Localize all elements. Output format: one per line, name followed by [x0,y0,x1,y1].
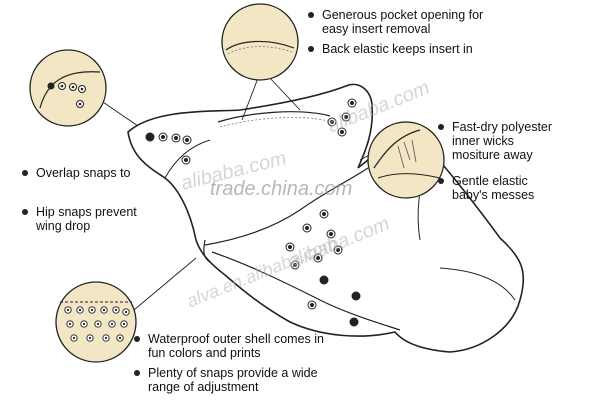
feature-line: mositure away [452,148,533,162]
snap-center [305,226,309,230]
snap-center [161,135,165,139]
feature-gentle-elastic: Gentle elastic baby's messes [438,174,534,202]
feature-line: range of adjustment [148,380,259,394]
snap-center [174,136,178,140]
feature-line: Waterproof outer shell comes in [148,332,325,346]
bullet-icon [438,124,444,130]
callout-hip-snaps [29,49,107,127]
feature-line: wing drop [36,219,91,233]
bullet-icon [134,370,140,376]
snap-center [344,115,348,119]
pocket-opening [217,111,331,123]
snap [145,132,155,142]
right-flap [439,267,516,301]
snap [351,291,361,301]
feature-line: Back elastic keeps insert in [322,42,473,56]
pocket-stitch [219,117,329,128]
feature-plenty-snaps: Plenty of snaps provide a wide range of … [134,366,318,394]
feature-overlap-snaps: Overlap snaps to [22,166,131,180]
snap-center [329,232,333,236]
feature-inner-wicks: Fast-dry polyester inner wicks mositure … [438,120,552,162]
snap-center [330,120,334,124]
snap-center [288,245,292,249]
bullet-icon [438,178,444,184]
feature-line: Plenty of snaps provide a wide [148,366,318,380]
callout-inner [367,121,445,199]
feature-line: inner wicks [452,134,514,148]
feature-line: fun colors and prints [148,346,261,360]
leader-top-2 [269,77,301,111]
inner-contour-2 [211,251,401,331]
feature-hip-snaps: Hip snaps prevent wing drop [22,205,137,233]
watermark-tradechina: trade.china.com [210,178,353,200]
leader-left [99,99,139,127]
snap [319,275,329,285]
feature-back-elastic: Back elastic keeps insert in [308,42,473,56]
feature-pocket-opening: Generous pocket opening for easy insert … [308,8,483,36]
bullet-icon [22,209,28,215]
snap-center [350,101,354,105]
snap-center [184,158,188,162]
snap [349,317,359,327]
leg-elastic [203,239,211,263]
feature-line: Generous pocket opening for [322,8,484,22]
inner-contour [204,167,369,246]
feature-line: Hip snaps prevent [36,205,137,219]
snaps-diaper [145,98,361,327]
callout-front-snaps [55,281,137,363]
bullet-icon [22,170,28,176]
callout-pocket [221,3,299,81]
feature-line: Fast-dry polyester [452,120,553,134]
feature-waterproof-shell: Waterproof outer shell comes in fun colo… [134,332,324,360]
leader-top [241,77,259,121]
bullet-icon [308,46,314,52]
leader-bottom [127,257,197,316]
snap-center [316,256,320,260]
feature-line: baby's messes [452,188,535,202]
feature-line: Gentle elastic [452,174,528,188]
snap-center [336,248,340,252]
snap-center [310,303,314,307]
snap-center [185,138,189,142]
feature-line: easy insert removal [322,22,431,36]
bullet-icon [308,12,314,18]
feature-line: Overlap snaps to [36,166,131,180]
back-flap [164,139,211,179]
snap-center [322,212,326,216]
bullet-icon [134,336,140,342]
snap-center [293,263,297,267]
snap-center [340,130,344,134]
